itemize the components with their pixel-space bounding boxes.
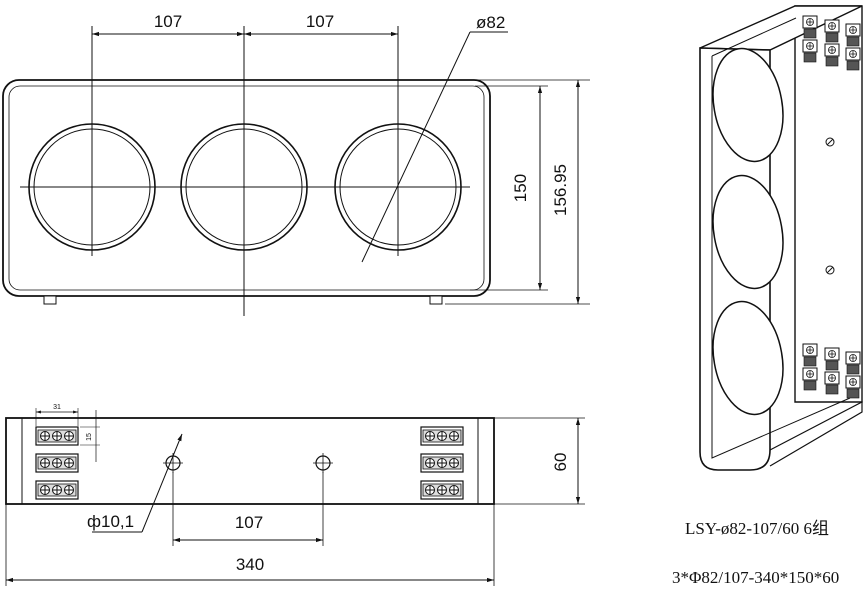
isometric-view [699,5,863,471]
terminal-block-left [35,426,79,500]
dim-spacing-left: 107 [154,12,182,31]
iso-hole-middle [712,174,784,290]
dim-hole: ф10,1 [87,512,134,531]
iso-screw-upper [825,137,835,147]
dim-terminal-height: 15 [86,433,93,441]
dim-height-outer: 156.95 [551,164,570,216]
dim-spacing-right: 107 [306,12,334,31]
bottom-body-outline [5,417,495,505]
iso-hole-top [712,47,784,163]
dim-terminal-width: 31 [53,404,61,411]
dim-depth: 60 [551,453,570,472]
model-caption: LSY-ø82-107/60 6组 [685,519,830,538]
spec-caption: 3*Φ82/107-340*150*60 [672,568,840,587]
dim-diameter: ø82 [476,13,505,32]
dim-length: 340 [236,555,264,574]
mounting-hole-right [313,453,333,473]
mounting-hole-left [163,453,183,473]
dim-hole-spacing: 107 [235,513,263,532]
front-view: 107 107 ø82 150 156.95 [2,12,590,316]
terminal-block-right [420,426,464,500]
dim-height-inner: 150 [511,174,530,202]
iso-hole-bottom [712,300,784,416]
bottom-view: 31 15 ф10,1 107 340 60 [5,404,585,586]
iso-screw-lower [825,265,835,275]
